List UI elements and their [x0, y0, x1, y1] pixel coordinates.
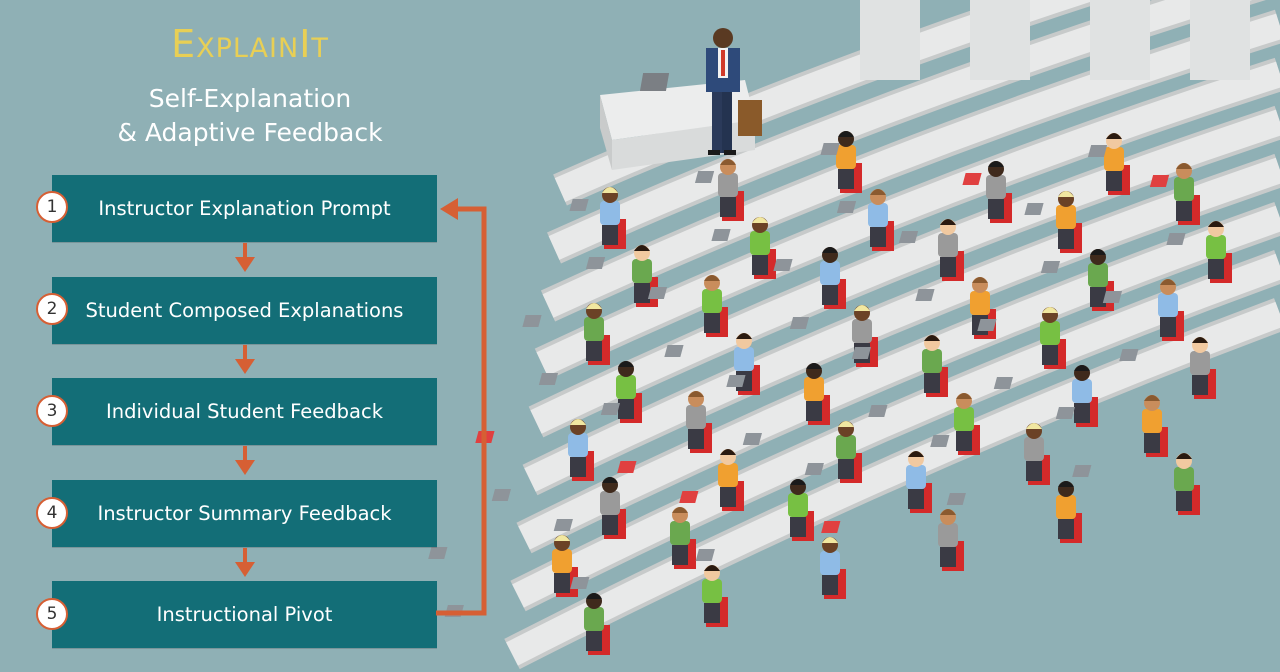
student-figure [977, 307, 1066, 369]
desk-back [860, 0, 920, 80]
student-figure [664, 333, 760, 395]
step-3-number: 3 [36, 395, 68, 427]
instructor-figure [706, 28, 762, 155]
student-figure [898, 219, 964, 281]
student-figure [522, 303, 610, 365]
student-figure [617, 449, 744, 511]
step-1-box: Instructor Explanation Prompt [52, 175, 437, 242]
desk-row [536, 61, 1280, 376]
student-figure [820, 131, 862, 193]
desk-back [1090, 0, 1150, 80]
student-figure [1119, 337, 1216, 399]
down-arrow-icon [235, 446, 255, 475]
student-figure [647, 275, 728, 337]
students-group [428, 131, 1232, 655]
student-figure [836, 189, 894, 251]
desk-row [518, 205, 1280, 550]
student-figure [679, 479, 814, 541]
student-figure [553, 507, 696, 569]
student-figure [1102, 279, 1184, 341]
student-figure [1149, 163, 1200, 225]
student-figure [1087, 133, 1130, 195]
student-figure [1024, 191, 1082, 253]
desk-back [1190, 0, 1250, 80]
student-figure [491, 477, 626, 539]
down-arrow-icon [235, 345, 255, 374]
step-1-label: Instructor Explanation Prompt [98, 197, 391, 220]
step-3-box: Individual Student Feedback [52, 378, 437, 445]
student-figure [585, 245, 658, 307]
app-title: ExplainIt [171, 22, 329, 66]
student-figure [711, 217, 776, 279]
desk-row [530, 109, 1280, 434]
desk-back [970, 0, 1030, 80]
student-figure [742, 421, 862, 483]
step-2-label: Student Composed Explanations [85, 299, 404, 322]
desk-row [524, 157, 1280, 492]
loop-back-arrow-icon [436, 198, 487, 616]
down-arrow-icon [235, 243, 255, 272]
student-figure [695, 537, 846, 599]
student-figure [868, 393, 980, 455]
down-arrow-icon [235, 548, 255, 577]
subtitle-line2: & Adaptive Feedback [117, 118, 383, 147]
step-1-number: 1 [36, 191, 68, 223]
student-figure [538, 361, 642, 423]
student-figure [993, 365, 1098, 427]
student-figure [1055, 395, 1168, 457]
student-figure [851, 335, 948, 397]
student-figure [930, 423, 1050, 485]
student-figure [694, 159, 744, 221]
desk-row [548, 0, 1253, 260]
subtitle-line1: Self-Explanation [148, 84, 352, 113]
student-figure [1166, 221, 1232, 283]
student-figure [600, 391, 712, 453]
desk-row [506, 301, 1280, 666]
student-figure [1072, 453, 1200, 515]
desk-rows [504, 0, 1280, 670]
step-5-number: 5 [36, 598, 68, 630]
student-figure [946, 481, 1082, 543]
student-figure [962, 161, 1012, 223]
step-5-label: Instructional Pivot [156, 603, 333, 626]
student-figure [821, 509, 964, 571]
student-figure [570, 565, 728, 627]
step-3-label: Individual Student Feedback [106, 400, 383, 423]
student-figure [1040, 249, 1114, 311]
student-figure [726, 363, 830, 425]
student-figure [804, 451, 932, 513]
step-5-box: Instructional Pivot [52, 581, 437, 648]
step-4-number: 4 [36, 497, 68, 529]
student-figure [428, 535, 578, 597]
step-4-label: Instructor Summary Feedback [97, 502, 392, 525]
step-4-box: Instructor Summary Feedback [52, 480, 437, 547]
step-2-number: 2 [36, 293, 68, 325]
student-figure [773, 247, 846, 309]
step-2-box: Student Composed Explanations [52, 277, 437, 344]
student-figure [569, 187, 626, 249]
student-figure [475, 419, 594, 481]
